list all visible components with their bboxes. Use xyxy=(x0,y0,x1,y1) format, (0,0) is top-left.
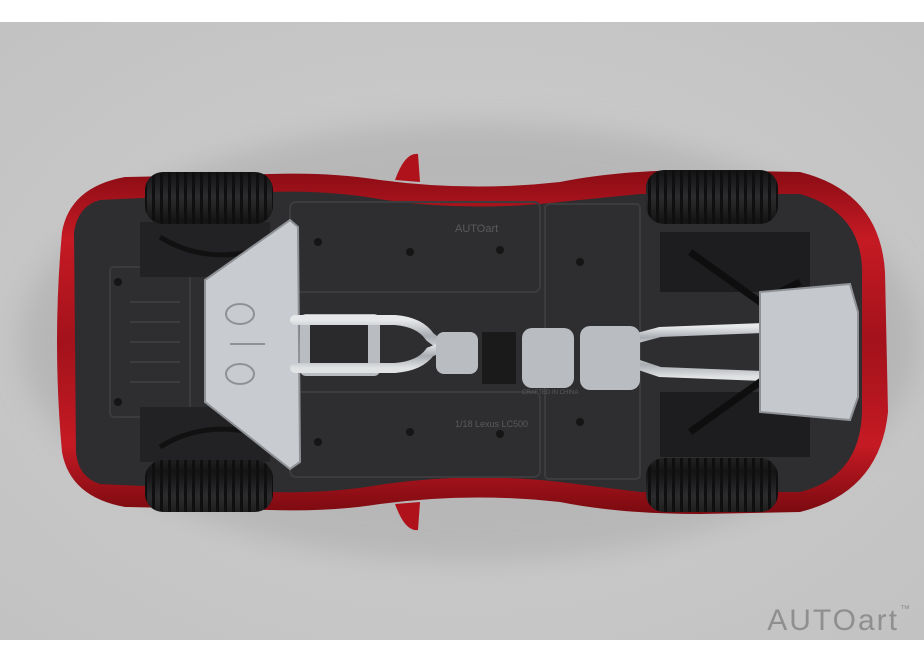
car-underside-photo: AUTOart 1/18 Lexus LC500 CRAFTED IN CHIN… xyxy=(0,22,924,640)
autoart-watermark: AUTOart™ xyxy=(767,604,912,638)
center-resonator xyxy=(436,332,478,374)
wheel-rear-bottom xyxy=(145,460,273,512)
chassis-model: 1/18 Lexus LC500 xyxy=(455,419,528,429)
floor-holes xyxy=(114,238,584,446)
trademark-symbol: ™ xyxy=(900,604,912,615)
wheel-front-bottom xyxy=(646,458,778,512)
diffuser-details xyxy=(225,303,265,385)
wheel-rear-top xyxy=(145,172,273,224)
watermark-text: AUTOart xyxy=(767,604,899,637)
chassis-logo: AUTOart xyxy=(455,223,498,235)
mirror-top xyxy=(395,153,420,182)
front-catalyst-left xyxy=(522,328,574,388)
driveshaft-tunnel xyxy=(482,332,516,384)
mirror-bottom xyxy=(395,502,420,531)
chassis-note: CRAFTED IN CHINA xyxy=(522,390,578,396)
wheel-front-top xyxy=(646,170,778,224)
engine-skid-plate xyxy=(759,282,859,422)
front-catalyst-right xyxy=(580,326,640,390)
